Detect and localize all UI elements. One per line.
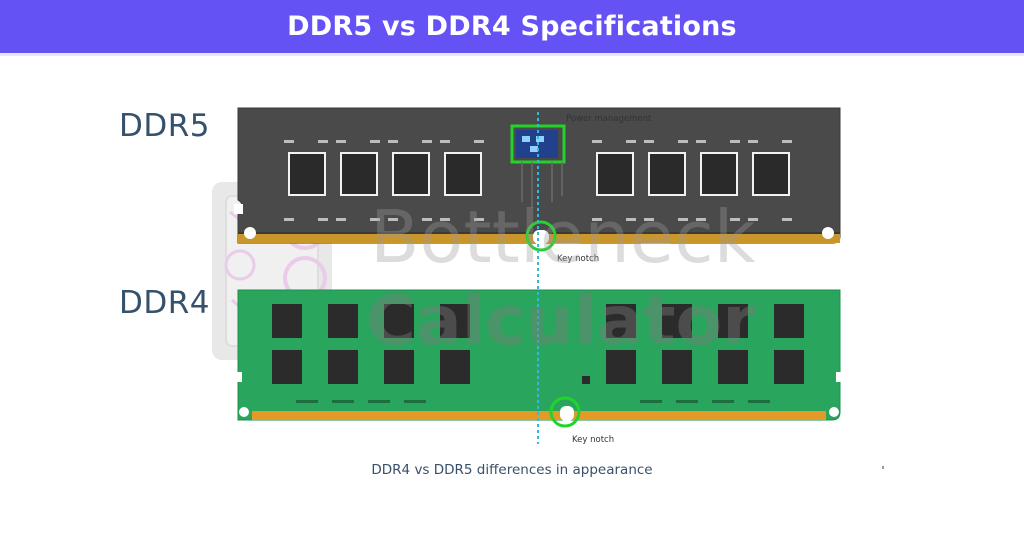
diagram-caption: DDR4 vs DDR5 differences in appearance [371, 462, 653, 478]
ddr5-key-notch-label: Key notch [557, 254, 599, 264]
ddr5-label: DDR5 [119, 108, 211, 144]
ddr4-ic-chips [272, 304, 804, 384]
stray-mark [882, 466, 884, 469]
ddr4-key-notch-highlight [549, 396, 581, 428]
ddr4-label: DDR4 [119, 285, 211, 321]
title-banner: DDR5 vs DDR4 Specifications [0, 0, 1024, 56]
watermark-line2: Calculator [366, 282, 756, 361]
power-management-label: Power management [566, 114, 652, 124]
page-title: DDR5 vs DDR4 Specifications [287, 11, 737, 42]
watermark-line1: Bottleneck [370, 195, 756, 279]
ddr4-key-notch-label: Key notch [572, 435, 614, 445]
ddr5-key-notch-highlight [525, 220, 557, 252]
